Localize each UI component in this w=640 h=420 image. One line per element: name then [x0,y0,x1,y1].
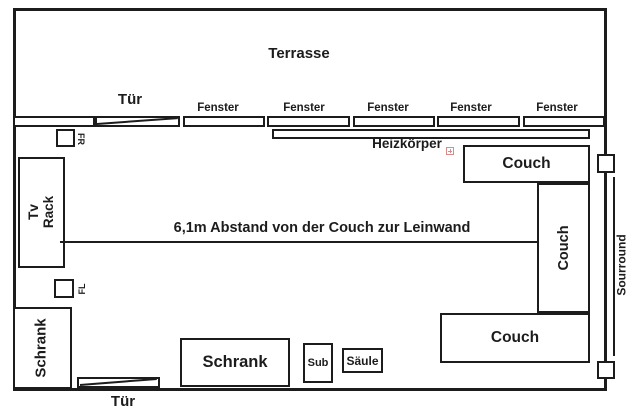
wall-left [13,8,16,391]
window-2-label: Fenster [283,102,325,114]
window-1 [183,116,265,127]
schrank-left [13,307,72,389]
surround-label: Sourround [614,234,629,296]
radiator [272,129,590,139]
couch-bottom: Couch [440,313,590,363]
couch-top: Couch [463,145,590,183]
window-2 [267,116,350,127]
tv-rack-label: Tv Rack [26,196,56,228]
subwoofer: Sub [303,343,333,383]
window-4-label: Fenster [450,102,492,114]
door-top-label: Tür [117,91,143,108]
wall-right [604,8,607,391]
window-4 [437,116,520,127]
speaker-fl-label: FL [76,283,87,295]
window-1-label: Fenster [197,102,239,114]
window-5 [523,116,605,127]
wall-segment [13,116,95,127]
radiator-label: Heizkörper [372,136,442,151]
speaker-fr-label: FR [76,133,87,145]
wall-top [13,8,607,11]
schrank-left-label: Schrank [32,318,50,378]
couch-right-label: Couch [555,225,572,271]
speaker-fr-box [56,129,75,147]
wall-bottom [13,388,607,391]
distance-line [60,241,545,243]
window-5-label: Fenster [536,102,578,114]
tv-rack-label-line2: Rack [41,195,56,229]
red-marker-icon [446,147,454,155]
schrank-bottom: Schrank [180,338,290,387]
surround-speaker-top-box [597,154,615,173]
tv-rack-label-line1: Tv [25,204,41,220]
terrace-label: Terrasse [268,45,330,62]
window-3 [353,116,435,127]
surround-line [613,177,615,356]
window-3-label: Fenster [367,102,409,114]
saeule: Säule [342,348,383,373]
distance-label: 6,1m Abstand von der Couch zur Leinwand [173,220,471,236]
speaker-fl-box [54,279,74,298]
surround-speaker-bottom-box [597,361,615,379]
tv-rack [18,157,65,268]
couch-right [537,183,590,313]
door-bottom-label: Tür [110,393,136,410]
